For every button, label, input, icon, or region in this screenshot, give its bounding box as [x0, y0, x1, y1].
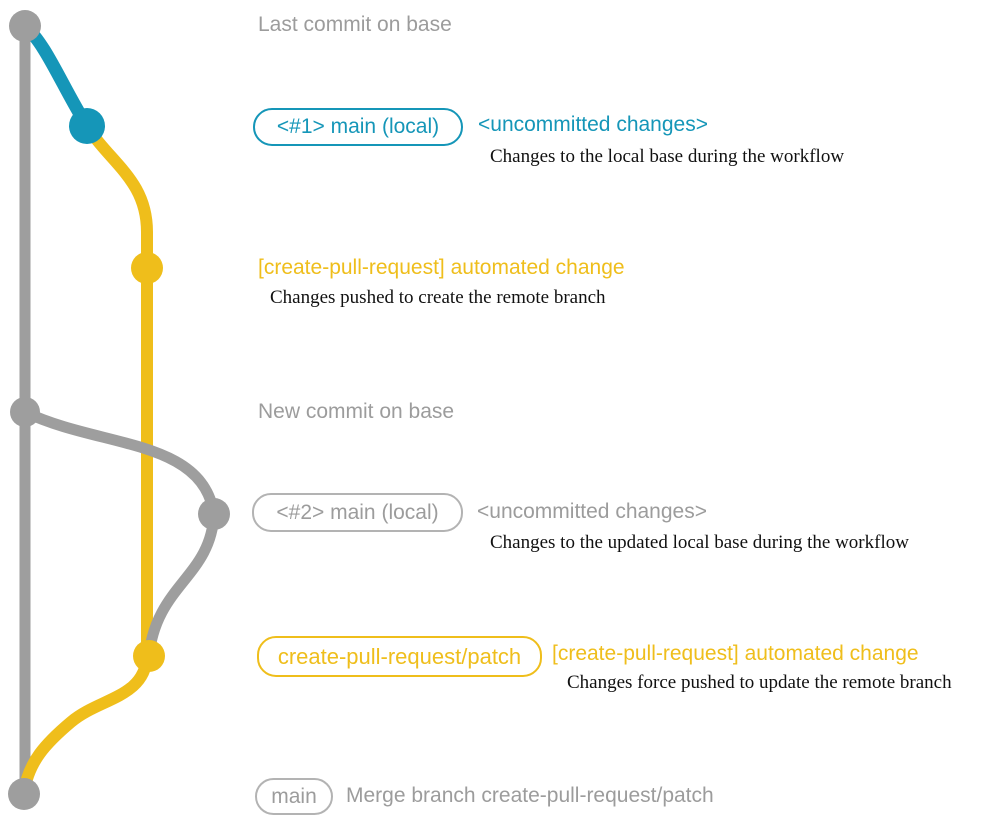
commit2-caption: Changes to the updated local base during… [490, 532, 909, 553]
commit1-caption: Changes to the local base during the wor… [490, 146, 845, 167]
branch-badge-main-local-1: <#1> main (local) [253, 108, 463, 146]
branch-badge-patch: create-pull-request/patch [257, 636, 542, 677]
commit-dot-merge [8, 778, 40, 810]
branch-badge-main-local-2: <#2> main (local) [252, 493, 463, 532]
branch-badge-main-local-2-label: <#2> main (local) [276, 500, 439, 524]
local2-to-patch-line [143, 508, 220, 662]
branch-badge-main-label: main [271, 784, 317, 808]
last-commit-label: Last commit on base [258, 13, 452, 36]
automated-change-title-1: [create-pull-request] automated change [258, 256, 625, 279]
patch-branch-line [18, 120, 153, 799]
uncommitted-changes-note-2: <uncommitted changes> [477, 500, 707, 523]
branch-badge-patch-label: create-pull-request/patch [277, 643, 522, 669]
commit-dot-main-local-1 [69, 108, 105, 144]
uncommitted-changes-note-1: <uncommitted changes> [478, 113, 708, 136]
commit-dot-last-base [9, 10, 41, 42]
merge-commit-label: Merge branch create-pull-request/patch [346, 784, 714, 807]
commit-dot-patch-force-push [133, 640, 165, 672]
new-commit-label: New commit on base [258, 400, 455, 423]
commit-dot-patch-push [131, 252, 163, 284]
branch-badge-main: main [255, 778, 333, 815]
push-caption: Changes pushed to create the remote bran… [270, 287, 606, 308]
commit-dot-main-local-2 [198, 498, 230, 530]
base-to-local2-line [19, 406, 220, 520]
automated-change-title-2: [create-pull-request] automated change [552, 642, 919, 665]
commit-dot-new-base [10, 397, 40, 427]
force-push-caption: Changes force pushed to update the remot… [567, 672, 952, 693]
branch-badge-main-local-1-label: <#1> main (local) [276, 115, 440, 138]
